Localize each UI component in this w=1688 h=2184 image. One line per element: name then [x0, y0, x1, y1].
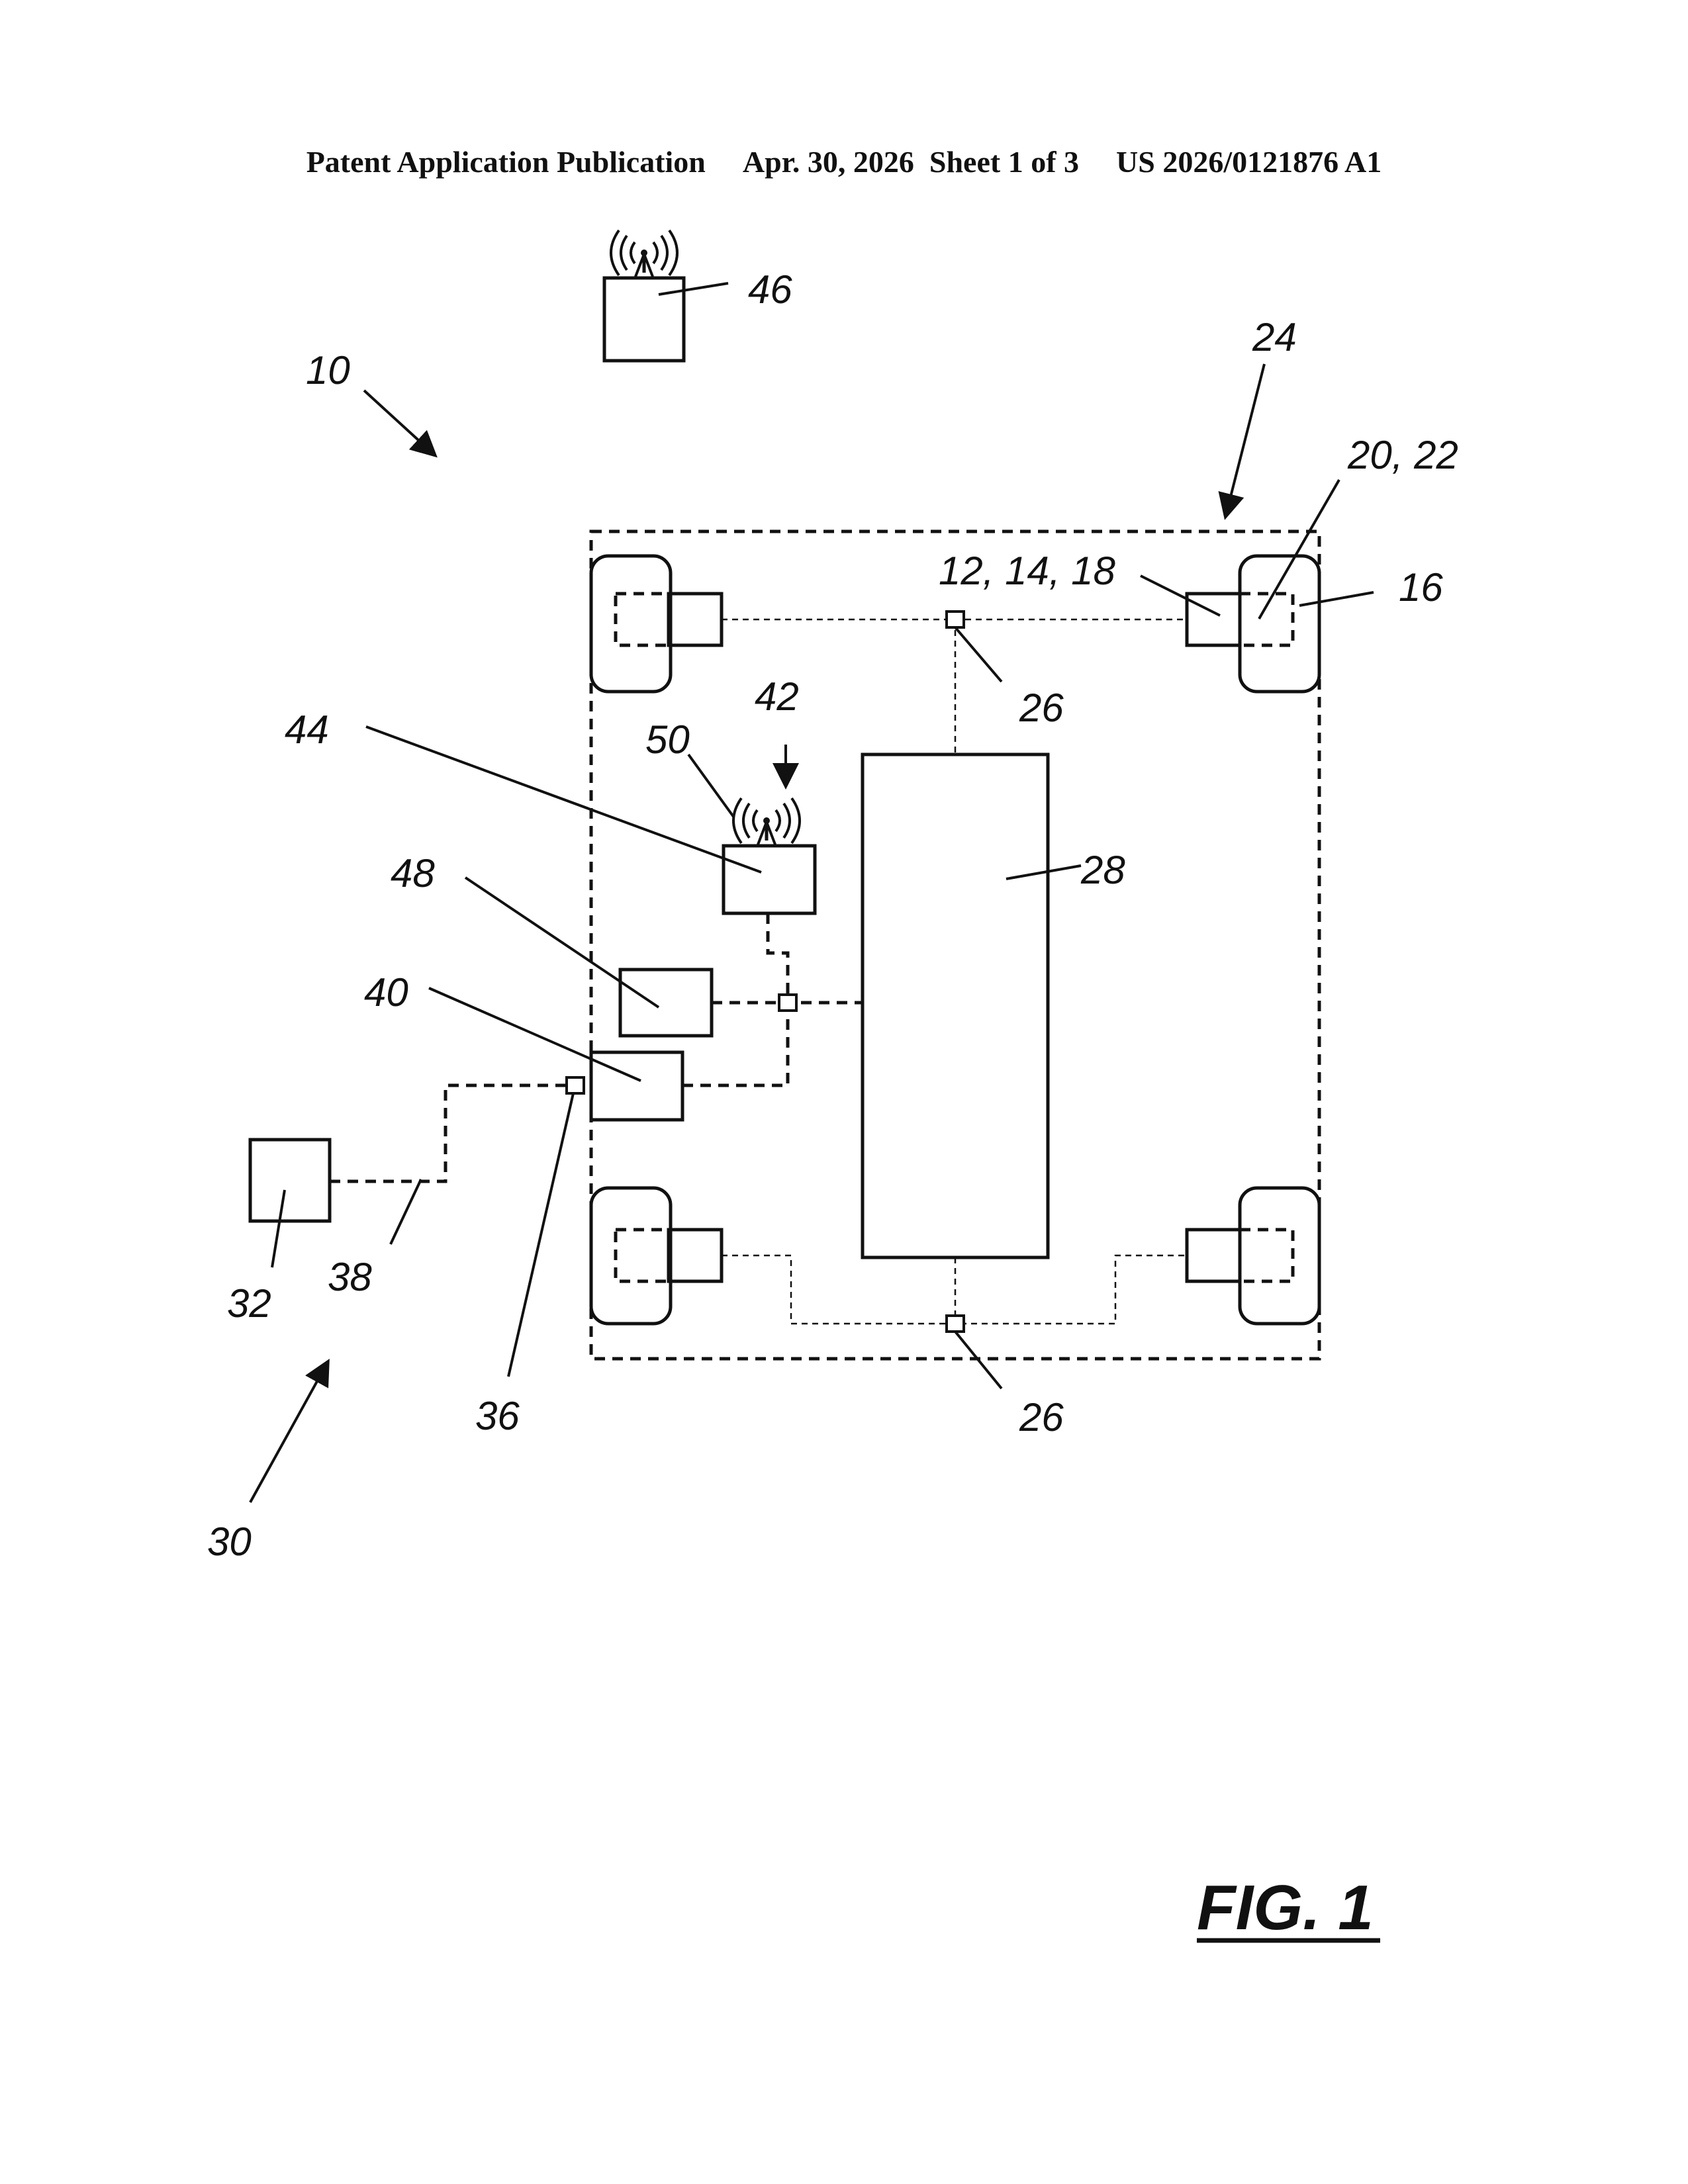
antenna-icon [733, 798, 800, 844]
label-46: 46 [748, 267, 792, 312]
leader-44 [366, 727, 761, 872]
label-42: 42 [755, 674, 799, 719]
label-36: 36 [475, 1394, 520, 1438]
module-48 [620, 970, 712, 1036]
leader-20-22 [1259, 480, 1339, 619]
leader-12 [1141, 576, 1220, 615]
cable-38 [330, 1085, 575, 1181]
rear-bus-line [722, 1255, 1187, 1324]
label-40: 40 [364, 970, 408, 1015]
wire-40 [682, 1003, 788, 1085]
wire-44 [768, 913, 788, 1003]
arrow-24 [1226, 364, 1264, 515]
junction-node [779, 995, 796, 1011]
label-10: 10 [306, 348, 350, 392]
node-26-rear [947, 1316, 964, 1332]
label-24: 24 [1252, 315, 1297, 359]
wheel-front-left [591, 556, 722, 692]
arrow-30 [250, 1363, 327, 1502]
connector-40 [591, 1052, 682, 1120]
wheel-rear-right [1187, 1188, 1319, 1324]
leader-38 [391, 1179, 421, 1244]
leader-36 [508, 1093, 573, 1377]
leader-26-front [955, 627, 1002, 682]
label-26-front: 26 [1019, 686, 1064, 730]
external-tool-32 [250, 1140, 330, 1221]
label-30: 30 [207, 1520, 252, 1564]
leader-32 [272, 1190, 285, 1267]
arrow-10 [364, 390, 434, 454]
port-36 [567, 1077, 584, 1093]
telematics-unit-44 [724, 846, 815, 913]
antenna-icon [611, 230, 677, 277]
leader-40 [429, 988, 641, 1081]
label-26-rear: 26 [1019, 1395, 1064, 1439]
label-16: 16 [1399, 565, 1443, 610]
label-48: 48 [391, 851, 435, 895]
leader-28 [1006, 866, 1081, 879]
label-38: 38 [328, 1255, 372, 1299]
label-20-22: 20, 22 [1347, 433, 1458, 477]
figure-title: FIG. 1 [1197, 1872, 1374, 1943]
label-50: 50 [645, 717, 690, 762]
label-44: 44 [285, 707, 329, 752]
leader-16 [1299, 592, 1374, 606]
label-32: 32 [227, 1281, 271, 1326]
wheel-rear-left [591, 1188, 722, 1324]
label-12-14-18: 12, 14, 18 [939, 549, 1116, 593]
remote-station-46 [604, 230, 684, 361]
node-26-front [947, 612, 964, 627]
label-28: 28 [1080, 848, 1125, 892]
leader-50 [688, 754, 733, 817]
leader-46 [659, 283, 728, 295]
wheel-front-right [1187, 556, 1319, 692]
controller-28 [863, 754, 1048, 1257]
leader-48 [465, 878, 659, 1007]
